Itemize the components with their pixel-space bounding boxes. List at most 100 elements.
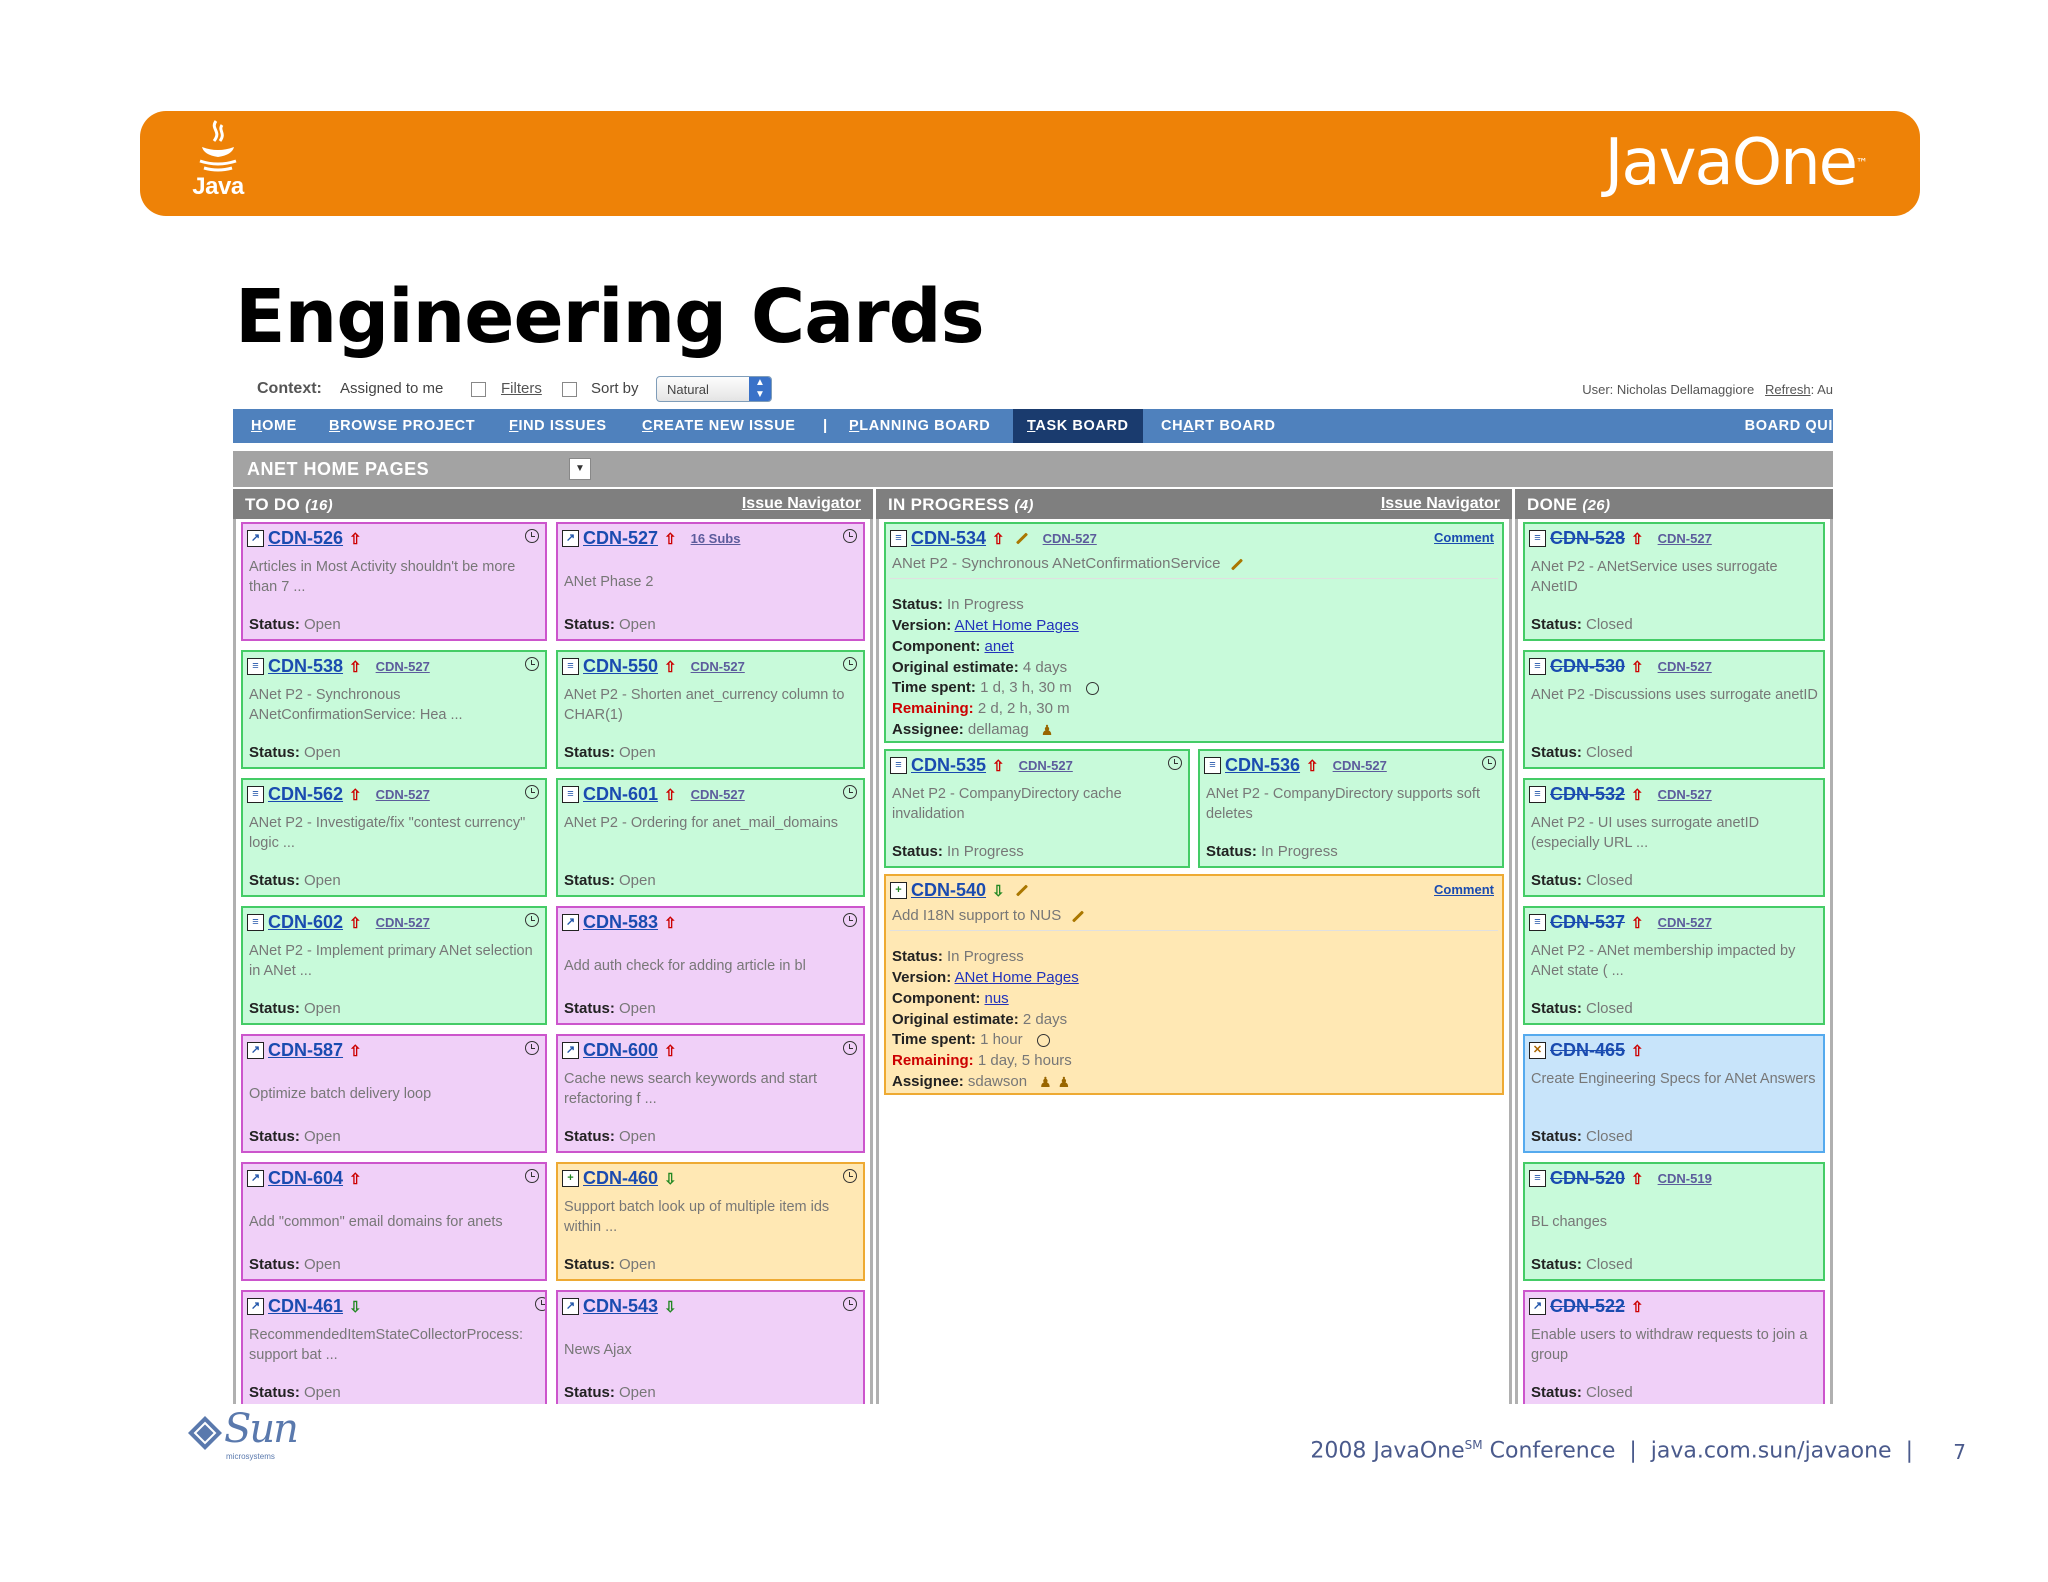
clock-icon[interactable] <box>843 785 857 799</box>
parent-issue-link[interactable]: CDN-527 <box>1657 659 1712 674</box>
parent-issue-link[interactable]: CDN-519 <box>1657 1171 1712 1186</box>
clock-icon[interactable] <box>1482 756 1496 770</box>
parent-issue-link[interactable]: CDN-527 <box>1018 758 1073 773</box>
issue-key-link[interactable]: CDN-534 <box>911 528 987 548</box>
issue-card[interactable]: ≡CDN-532⇧CDN-527 ANet P2 - UI uses surro… <box>1523 778 1825 897</box>
issue-key-link[interactable]: CDN-532 <box>1550 784 1626 804</box>
issue-card[interactable]: ≡CDN-562⇧CDN-527 ANet P2 - Investigate/f… <box>241 778 547 897</box>
issue-card[interactable]: ↗CDN-527⇧16 Subs ANet Phase 2 Status: Op… <box>556 522 865 641</box>
issue-key-link[interactable]: CDN-535 <box>911 755 987 775</box>
nav-browse-project[interactable]: BROWSE PROJECT <box>329 409 475 443</box>
clock-icon[interactable] <box>535 1297 545 1311</box>
parent-issue-link[interactable]: CDN-527 <box>1042 531 1097 546</box>
version-link[interactable]: ANet Home Pages <box>954 969 1079 986</box>
issue-key-link[interactable]: CDN-526 <box>268 528 344 548</box>
issue-key-link[interactable]: CDN-537 <box>1550 912 1626 932</box>
pencil-icon[interactable] <box>1015 884 1028 897</box>
clock-icon[interactable] <box>843 657 857 671</box>
clock-icon[interactable] <box>843 913 857 927</box>
pencil-icon[interactable] <box>1015 532 1028 545</box>
issue-key-link[interactable]: CDN-562 <box>268 784 344 804</box>
issue-card[interactable]: ≡CDN-537⇧CDN-527 ANet P2 - ANet membersh… <box>1523 906 1825 1025</box>
component-link[interactable]: anet <box>984 638 1014 655</box>
issue-card-expanded[interactable]: +CDN-540⇩ Comment Add I18N support to NU… <box>884 874 1504 1095</box>
issue-card[interactable]: ↗CDN-583⇧ Add auth check for adding arti… <box>556 906 865 1025</box>
clock-icon[interactable] <box>843 1041 857 1055</box>
issue-card[interactable]: +CDN-460⇩ Support batch look up of multi… <box>556 1162 865 1281</box>
issue-key-link[interactable]: CDN-538 <box>268 656 344 676</box>
issue-key-link[interactable]: CDN-587 <box>268 1040 344 1060</box>
nav-planning-board[interactable]: PLANNING BOARD <box>849 409 990 443</box>
issue-card[interactable]: ≡CDN-520⇧CDN-519 BL changes Status: Clos… <box>1523 1162 1825 1281</box>
issue-card-expanded[interactable]: ≡CDN-534⇧CDN-527 Comment ANet P2 - Synch… <box>884 522 1504 743</box>
person-icon[interactable]: ♟ <box>1040 721 1054 738</box>
project-dropdown[interactable]: ▼ <box>569 458 591 480</box>
clock-icon[interactable] <box>525 785 539 799</box>
clock-icon[interactable] <box>1036 1033 1050 1047</box>
issue-card[interactable]: ≡CDN-535⇧CDN-527 ANet P2 - CompanyDirect… <box>884 749 1190 868</box>
nav-task-board[interactable]: TASK BOARD <box>1013 409 1143 443</box>
sort-by-select[interactable]: Natural ▲▼ <box>656 376 772 402</box>
parent-issue-link[interactable]: CDN-527 <box>1657 531 1712 546</box>
issue-card[interactable]: ↗CDN-587⇧ Optimize batch delivery loop S… <box>241 1034 547 1153</box>
issue-key-link[interactable]: CDN-540 <box>911 880 987 900</box>
issue-key-link[interactable]: CDN-465 <box>1550 1040 1626 1060</box>
issue-card[interactable]: ≡CDN-536⇧CDN-527 ANet P2 - CompanyDirect… <box>1198 749 1504 868</box>
issue-key-link[interactable]: CDN-461 <box>268 1296 344 1316</box>
parent-issue-link[interactable]: CDN-527 <box>375 915 430 930</box>
issue-key-link[interactable]: CDN-602 <box>268 912 344 932</box>
nav-chart-board[interactable]: CHART BOARD <box>1161 409 1276 443</box>
parent-issue-link[interactable]: CDN-527 <box>1657 787 1712 802</box>
issue-key-link[interactable]: CDN-530 <box>1550 656 1626 676</box>
filters-link[interactable]: Filters <box>501 380 542 397</box>
clock-icon[interactable] <box>1085 681 1099 695</box>
issue-card[interactable]: ↗CDN-461⇩ RecommendedItemStateCollectorP… <box>241 1290 547 1404</box>
issue-card[interactable]: ↗CDN-543⇩ News Ajax Status: Open <box>556 1290 865 1404</box>
todo-issue-navigator-link[interactable]: Issue Navigator <box>741 495 861 512</box>
clock-icon[interactable] <box>1168 756 1182 770</box>
refresh-link[interactable]: Refresh <box>1765 382 1811 397</box>
subtasks-link[interactable]: 16 Subs <box>690 531 741 546</box>
issue-key-link[interactable]: CDN-527 <box>583 528 659 548</box>
issue-card[interactable]: ↗CDN-604⇧ Add "common" email domains for… <box>241 1162 547 1281</box>
issue-card[interactable]: ≡CDN-601⇧CDN-527 ANet P2 - Ordering for … <box>556 778 865 897</box>
issue-card[interactable]: ↗CDN-526⇧ Articles in Most Activity shou… <box>241 522 547 641</box>
parent-issue-link[interactable]: CDN-527 <box>690 659 745 674</box>
nav-find-issues[interactable]: FIND ISSUES <box>509 409 607 443</box>
issue-card[interactable]: ↗CDN-600⇧ Cache news search keywords and… <box>556 1034 865 1153</box>
issue-key-link[interactable]: CDN-583 <box>583 912 659 932</box>
parent-issue-link[interactable]: CDN-527 <box>375 659 430 674</box>
version-link[interactable]: ANet Home Pages <box>954 617 1079 634</box>
parent-issue-link[interactable]: CDN-527 <box>1332 758 1387 773</box>
issue-card[interactable]: ≡CDN-538⇧CDN-527 ANet P2 - Synchronous A… <box>241 650 547 769</box>
issue-key-link[interactable]: CDN-528 <box>1550 528 1626 548</box>
comment-link[interactable]: Comment <box>1434 882 1494 897</box>
pencil-icon[interactable] <box>1072 910 1085 923</box>
pencil-icon[interactable] <box>1231 558 1244 571</box>
clock-icon[interactable] <box>525 1169 539 1183</box>
issue-key-link[interactable]: CDN-543 <box>583 1296 659 1316</box>
clock-icon[interactable] <box>525 913 539 927</box>
issue-key-link[interactable]: CDN-536 <box>1225 755 1301 775</box>
clock-icon[interactable] <box>843 1169 857 1183</box>
issue-card[interactable]: ↗CDN-522⇧ Enable users to withdraw reque… <box>1523 1290 1825 1404</box>
issue-key-link[interactable]: CDN-520 <box>1550 1168 1626 1188</box>
nav-create-new-issue[interactable]: CREATE NEW ISSUE <box>642 409 796 443</box>
person-icon[interactable]: ♟ <box>1039 1073 1052 1090</box>
clock-icon[interactable] <box>843 1297 857 1311</box>
parent-issue-link[interactable]: CDN-527 <box>1657 915 1712 930</box>
issue-key-link[interactable]: CDN-522 <box>1550 1296 1626 1316</box>
issue-key-link[interactable]: CDN-460 <box>583 1168 659 1188</box>
assigned-to-me-checkbox[interactable] <box>471 382 486 397</box>
comment-link[interactable]: Comment <box>1434 530 1494 545</box>
nav-home[interactable]: HOME <box>251 409 297 443</box>
issue-card[interactable]: ≡CDN-530⇧CDN-527 ANet P2 -Discussions us… <box>1523 650 1825 769</box>
issue-card[interactable]: ✕CDN-465⇧ Create Engineering Specs for A… <box>1523 1034 1825 1153</box>
component-link[interactable]: nus <box>984 990 1009 1007</box>
issue-card[interactable]: ≡CDN-528⇧CDN-527 ANet P2 - ANetService u… <box>1523 522 1825 641</box>
assign-person-icon[interactable]: ♟ <box>1057 1073 1071 1090</box>
clock-icon[interactable] <box>525 529 539 543</box>
issue-card[interactable]: ≡CDN-602⇧CDN-527 ANet P2 - Implement pri… <box>241 906 547 1025</box>
issue-key-link[interactable]: CDN-600 <box>583 1040 659 1060</box>
clock-icon[interactable] <box>843 529 857 543</box>
